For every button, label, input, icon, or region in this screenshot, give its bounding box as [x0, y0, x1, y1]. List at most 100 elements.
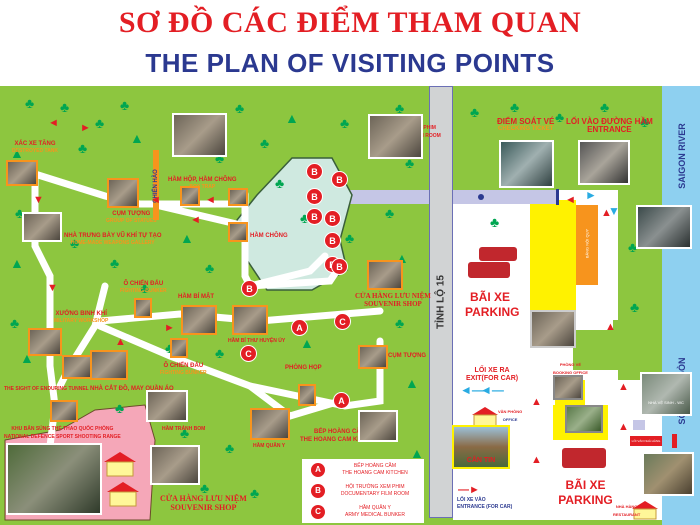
photo-box-trap[interactable]	[180, 186, 200, 206]
label-en: OFFICE	[502, 417, 518, 422]
photo-walkway[interactable]	[636, 205, 692, 249]
marker-a[interactable]: A	[333, 392, 350, 409]
label-office: VĂN PHÒNG OFFICE	[498, 408, 522, 424]
photo-enduring-tunnel[interactable]	[50, 400, 78, 422]
exit-arrow-icon: ◄—	[460, 383, 484, 397]
photo-spike-trap-1[interactable]	[228, 188, 248, 206]
palm-tree-icon: ♣	[630, 299, 640, 315]
label-en: ENTRANCE	[587, 125, 632, 134]
photo-restaurant[interactable]	[642, 452, 694, 496]
label-vn: VĂN PHÒNG	[498, 409, 523, 414]
marker-b[interactable]: B	[306, 208, 323, 225]
photo-military-workshop[interactable]	[28, 328, 62, 356]
label-en: PARKING	[558, 493, 613, 507]
direction-arrow-icon: ▲	[531, 396, 542, 408]
label-vn: BẾP HOÀNG CẦM	[314, 429, 366, 435]
marker-b[interactable]: B	[306, 188, 323, 205]
marker-b[interactable]: B	[306, 163, 323, 180]
photo-souvenir-shop-left[interactable]	[150, 445, 200, 485]
photo-tailor-2[interactable]	[90, 350, 128, 380]
direction-arrow-icon: ▲	[531, 454, 542, 466]
map-title-english: THE PLAN OF VISITING POINTS	[145, 48, 555, 78]
rules-board: BẢNG NỘI QUY	[576, 205, 598, 285]
photo-canteen[interactable]: CĂN TIN	[452, 425, 510, 469]
photo-ticket-check[interactable]	[499, 140, 554, 188]
photo-fighting-bunker-2[interactable]	[170, 338, 188, 358]
photo-weapons-gallery[interactable]	[22, 212, 62, 242]
photo-bomb-shelter[interactable]	[146, 390, 188, 422]
legend-marker-b: B	[310, 482, 326, 499]
marker-b[interactable]: B	[241, 280, 258, 297]
label-vn: LỐI XE RA	[474, 367, 510, 374]
photo-tunnel-visitors[interactable]	[172, 113, 227, 157]
house-icon	[107, 482, 139, 507]
label-bomb-shelter: HẦM TRÁNH BOM	[162, 425, 205, 433]
label-secretary-bunker: HẦM BÍ THƯ HUYỆN ỦY	[228, 337, 285, 345]
marker-b[interactable]: B	[331, 171, 348, 188]
photo-tunnel-entrance[interactable]	[578, 140, 630, 185]
palm-tree-icon: ♣	[600, 99, 610, 115]
legend-vn: HẦM QUÂN Y	[359, 504, 391, 511]
label-en: SOUVENIR SHOP	[170, 503, 237, 512]
label-group-statues-center: CỤM TƯỢNG	[388, 352, 426, 360]
label-vn: HẦM BÍ MẬT	[178, 294, 214, 300]
photo-booking-office[interactable]	[553, 375, 583, 400]
label-vn: Ô CHIẾN ĐẤU	[163, 363, 204, 369]
direction-arrow-icon: ▲	[618, 381, 629, 393]
label-vn: ĐIỂM SOÁT VÉ	[497, 117, 555, 126]
legend-vn: BẾP HOÀNG CẦM	[353, 462, 397, 469]
legend-en: THE HOANG CAM KITCHEN	[342, 469, 408, 476]
direction-arrow-icon: ►	[164, 322, 175, 334]
saigon-river: SAIGON RIVER SÔNG SÀI GÒN	[662, 86, 700, 525]
direction-arrow-icon: ▲	[605, 321, 616, 333]
marker-c[interactable]: C	[334, 313, 351, 330]
label-vn: PHÒNG VÉ	[559, 362, 581, 367]
marker-b[interactable]: B	[324, 210, 341, 227]
photo-fighting-bunker-1[interactable]	[134, 298, 152, 318]
photo-wc[interactable]: NHÀ VỆ SINH - WC	[640, 372, 692, 416]
legend-en: DOCUMENTARY FILM ROOM	[340, 490, 410, 497]
marker-b[interactable]: B	[324, 232, 341, 249]
photo-meeting-room[interactable]	[298, 384, 316, 406]
label-tailor-shop: NHÀ CẮT ĐỒ, MAY QUẦN ÁO	[90, 385, 174, 393]
photo-shooting-range[interactable]	[6, 443, 102, 515]
river-label-en: SAIGON RIVER	[677, 123, 687, 189]
photo-souvenir-shop-center[interactable]	[367, 260, 403, 290]
photo-hoang-cam-kitchen[interactable]	[358, 410, 398, 442]
photo-destroyed-tank[interactable]	[6, 160, 38, 186]
photo-group-statues-center[interactable]	[358, 345, 388, 369]
photo-secretary-bunker[interactable]	[232, 305, 268, 335]
restaurant-sign-text: LỐI VÀO NHÀ HÀNG	[631, 439, 661, 443]
label-vn: HẦM HỘP, HẦM CHÔNG	[168, 177, 237, 183]
photo-secret-tunnel[interactable]	[181, 305, 217, 335]
yellow-zone	[530, 200, 576, 310]
access-road-right	[453, 190, 558, 204]
provincial-road-15: TỈNH LỘ 15	[429, 86, 453, 518]
marker-c[interactable]: C	[240, 345, 257, 362]
legend-vn: HỘI TRƯỜNG XEM PHIM	[345, 483, 405, 490]
marker-a[interactable]: A	[291, 319, 308, 336]
label-meeting-room: PHÒNG HỌP	[285, 364, 322, 372]
label-vn: CỤM TƯỢNG	[112, 211, 151, 217]
photo-booking-garden[interactable]	[565, 405, 603, 433]
label-wc: NHÀ VỆ SINH - WC	[648, 400, 684, 405]
label-vn: PHÒNG HỌP	[285, 365, 322, 371]
photo-spike-trap-2[interactable]	[228, 222, 248, 242]
photo-group-statues[interactable]	[107, 178, 139, 208]
marker-b[interactable]: B	[331, 258, 348, 275]
photo-tailor-1[interactable]	[62, 355, 92, 379]
photo-film-room[interactable]	[368, 114, 423, 159]
label-canteen: CĂN TIN	[466, 457, 496, 464]
photo-medical-bunker[interactable]	[250, 408, 290, 440]
photo-building[interactable]	[530, 310, 576, 348]
